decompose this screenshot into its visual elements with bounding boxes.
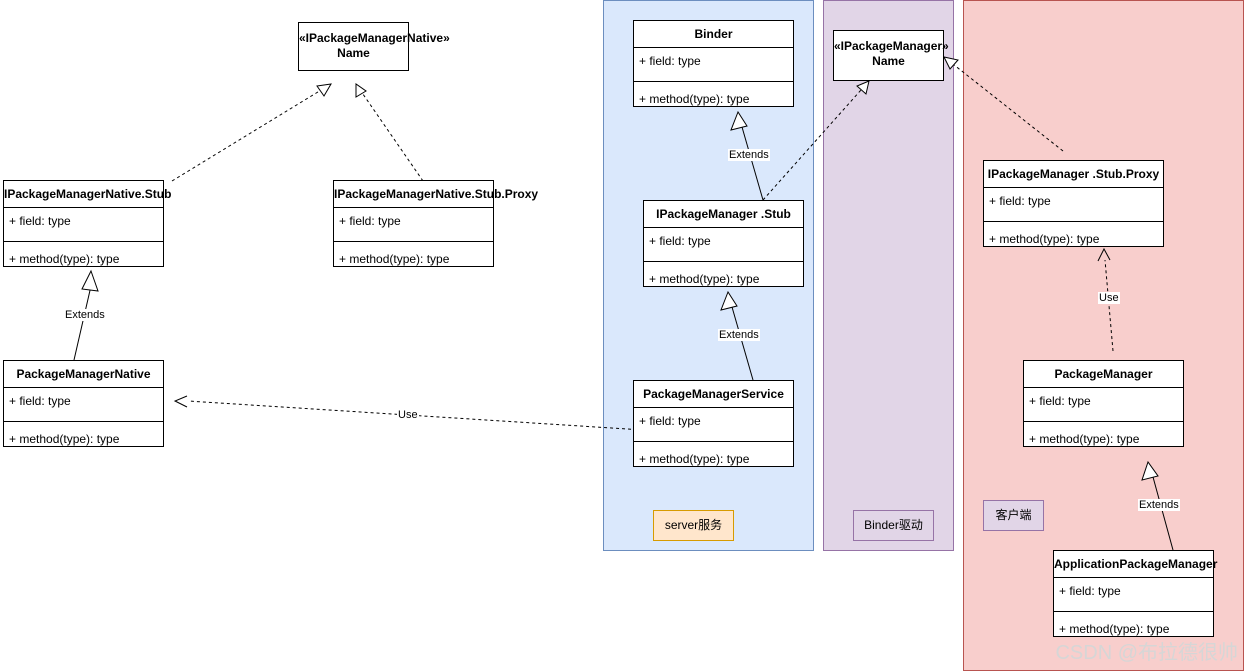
edge-stub-extends-binder (741, 126, 764, 201)
edge-use-pm (1104, 259, 1114, 352)
class-packagemanagerservice[interactable]: PackageManagerService + field: type + me… (633, 380, 794, 467)
class-method: + method(type): type (1059, 622, 1170, 636)
class-field: + field: type (1024, 388, 1183, 422)
arrowhead (81, 269, 99, 292)
arrowhead (173, 395, 188, 408)
arrowhead (1141, 460, 1159, 481)
class-packagemanagernative[interactable]: PackageManagerNative + field: type + met… (3, 360, 164, 447)
class-field: + field: type (4, 388, 163, 422)
class-method: + method(type): type (339, 252, 450, 266)
edge-apm-extends (1152, 476, 1174, 551)
class-binder[interactable]: Binder + field: type + method(type): typ… (633, 20, 794, 107)
class-method: + method(type): type (9, 252, 120, 266)
class-method: + method(type): type (1029, 432, 1140, 446)
arrowhead (720, 290, 738, 311)
class-method: + method(type): type (9, 432, 120, 446)
arrowhead (856, 80, 870, 95)
arrowhead (355, 83, 367, 98)
use-label: Use (397, 409, 419, 421)
interface-ipackagemanager[interactable]: «IPackageManager» Name (833, 30, 949, 81)
arrowhead (316, 83, 332, 97)
binder-panel (823, 0, 954, 551)
class-ipackagemanager-stub[interactable]: IPackageManager .Stub + field: type + me… (643, 200, 804, 287)
class-applicationpackagemanager[interactable]: ApplicationPackageManager + field: type … (1053, 550, 1217, 637)
class-name: Binder (634, 21, 793, 48)
class-ipackagemanager-stub-proxy[interactable]: IPackageManager .Stub.Proxy + field: typ… (983, 160, 1164, 247)
extends-label: Extends (728, 149, 770, 161)
edge-pm-native-extends (73, 285, 92, 361)
class-ipackagemanagernative-stub[interactable]: IPackageManagerNative.Stub + field: type… (3, 180, 171, 267)
edge-pms-extends (731, 306, 754, 381)
server-note[interactable]: server服务 (653, 510, 734, 541)
class-field: + field: type (334, 208, 493, 242)
class-field: + field: type (984, 188, 1163, 222)
interface-name: Name (337, 46, 370, 60)
class-method: + method(type): type (639, 92, 750, 106)
class-name: PackageManagerNative (4, 361, 163, 388)
use-label: Use (1098, 292, 1120, 304)
class-method: + method(type): type (639, 452, 750, 466)
binder-note[interactable]: Binder驱动 (853, 510, 934, 541)
interface-name: Name (872, 54, 905, 68)
edge-ipm-proxy-realizes (943, 56, 1064, 152)
arrowhead (1097, 247, 1111, 262)
class-name: IPackageManagerNative.Stub (4, 181, 171, 208)
edge-stub-realizes-ipm (762, 80, 870, 201)
class-packagemanager[interactable]: PackageManager + field: type + method(ty… (1023, 360, 1184, 447)
extends-label: Extends (64, 309, 106, 321)
class-name: IPackageManager .Stub (644, 201, 803, 228)
edge-ipmn-proxy-realizes (355, 83, 424, 182)
edge-use-native (187, 400, 644, 431)
arrowhead (730, 110, 748, 131)
extends-label: Extends (1138, 499, 1180, 511)
client-note[interactable]: 客户端 (983, 500, 1044, 531)
class-name: IPackageManager .Stub.Proxy (984, 161, 1163, 188)
class-method: + method(type): type (649, 272, 760, 286)
class-field: + field: type (644, 228, 803, 262)
class-name: IPackageManagerNative.Stub.Proxy (334, 181, 538, 208)
class-name: PackageManager (1024, 361, 1183, 388)
arrowhead (943, 56, 959, 70)
watermark: CSDN @布拉德很帅 (1055, 642, 1238, 664)
interface-stereotype: «IPackageManager» (834, 39, 949, 53)
class-method: + method(type): type (989, 232, 1100, 246)
extends-label: Extends (718, 329, 760, 341)
edge-ipmn-stub-realizes (171, 83, 332, 182)
class-name: PackageManagerService (634, 381, 793, 408)
class-name: ApplicationPackageManager (1054, 551, 1217, 578)
class-ipackagemanagernative-stub-proxy[interactable]: IPackageManagerNative.Stub.Proxy + field… (333, 180, 538, 267)
class-field: + field: type (634, 48, 793, 82)
class-field: + field: type (634, 408, 793, 442)
class-field: + field: type (4, 208, 163, 242)
interface-ipackagemanagernative[interactable]: «IPackageManagerNative» Name (298, 22, 450, 71)
interface-stereotype: «IPackageManagerNative» (299, 31, 450, 45)
class-field: + field: type (1054, 578, 1213, 612)
